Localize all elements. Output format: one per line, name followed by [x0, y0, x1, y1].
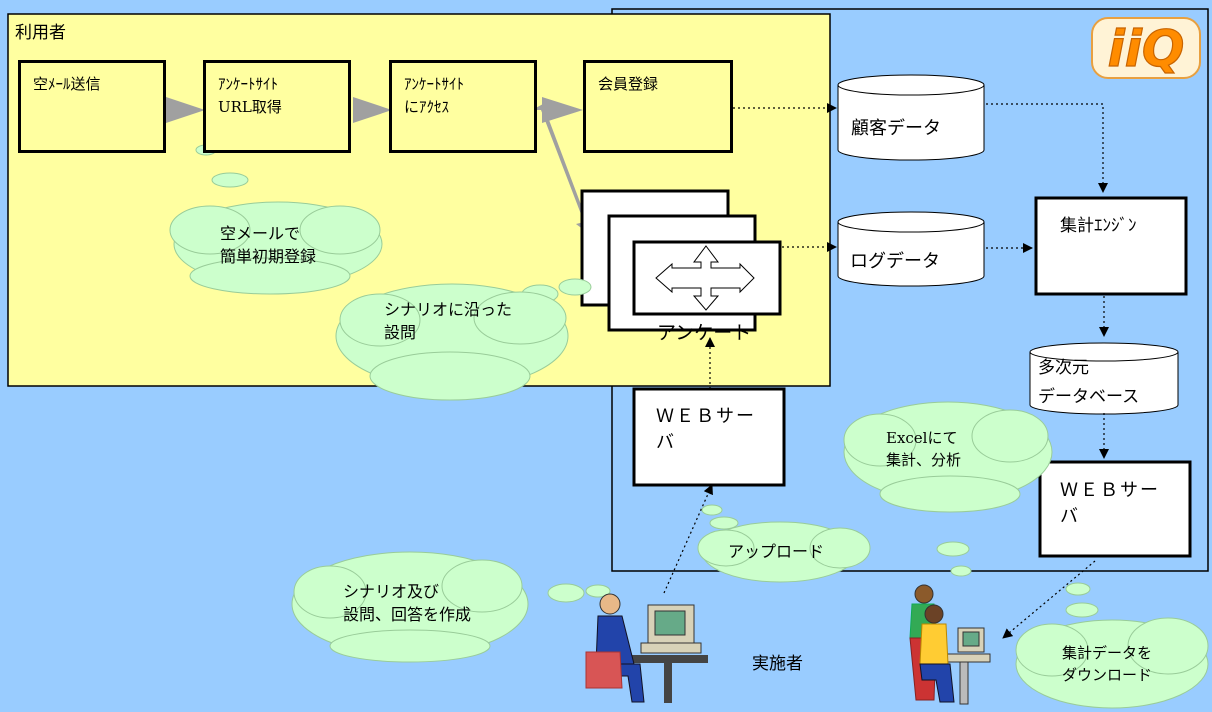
operator-person-icon [585, 593, 708, 703]
step-access-site-line2: にｱｸｾｽ [404, 97, 450, 116]
customer-data-label: 顧客データ [851, 118, 941, 139]
cloud-scenario-question-text: シナリオに沿った 設問 [384, 298, 512, 344]
cloud-empty-mail-line1: 空メールで [220, 224, 301, 243]
cloud-create-line2: 設問、回答を作成 [343, 605, 472, 625]
web-server-upload-line1: ＷＥＢサー [656, 406, 756, 427]
multidim-db-line1: 多次元 [1038, 358, 1089, 378]
log-data-label: ログデータ [850, 251, 940, 272]
survey-pages [580, 189, 782, 332]
cloud-empty-mail-text: 空メールで 簡単初期登録 [220, 222, 316, 268]
cloud-download-line2: ダウンロード [1062, 665, 1153, 684]
cloud-upload-text: アップロード [728, 540, 824, 563]
web-server-download-label: ＷＥＢサー バ [1060, 478, 1160, 530]
cloud-download-line1: 集計データを [1062, 644, 1153, 662]
web-server-upload-box [632, 387, 786, 487]
engine-label: 集計ｴﾝｼﾞﾝ [1060, 216, 1137, 236]
cloud-scenario-line1: シナリオに沿った [384, 300, 513, 319]
step-get-url-line1: ｱﾝｹｰﾄｻｲﾄ [218, 75, 279, 93]
cloud-upload [697, 504, 871, 583]
cloud-empty-mail-line2: 簡単初期登録 [220, 247, 317, 267]
cloud-scenario-line2: 設問 [384, 323, 417, 343]
step-member-registration-text: 会員登録 [598, 75, 659, 93]
step-access-site-line1: ｱﾝｹｰﾄｻｲﾄ [404, 75, 465, 93]
step-get-url: ｱﾝｹｰﾄｻｲﾄ URL取得 [203, 60, 351, 153]
cloud-create-text: シナリオ及び 設問、回答を作成 [343, 580, 471, 626]
web-server-upload-label: ＷＥＢサー バ [656, 404, 756, 456]
step-member-registration: 会員登録 [583, 60, 733, 153]
logo-text: iiQ [1108, 20, 1185, 78]
dotted-connectors [663, 103, 1109, 639]
step-get-url-line2: URL取得 [218, 97, 282, 116]
multidim-db-label: 多次元 データベース [1038, 354, 1139, 412]
step-flow-arrows [166, 97, 595, 236]
cloud-excel-line2: 集計、分析 [886, 450, 962, 469]
cloud-scenario-question [335, 278, 592, 401]
cloud-excel-line1: Excelにて [886, 429, 958, 447]
web-server-upload-line2: バ [656, 432, 676, 454]
cloud-create-line1: シナリオ及び [343, 582, 440, 601]
engine-box [1034, 196, 1188, 296]
operator-label: 実施者 [752, 654, 803, 674]
cloud-create [291, 551, 611, 663]
multidim-db-line2: データベース [1038, 386, 1140, 407]
cloud-download [1015, 617, 1209, 709]
logo-svg: iiQ [1091, 17, 1201, 79]
web-server-download-line1: ＷＥＢサー [1060, 480, 1160, 501]
analysts-people-icon [909, 584, 991, 705]
step-access-site: ｱﾝｹｰﾄｻｲﾄ にｱｸｾｽ [389, 60, 537, 153]
customer-data-cylinder [837, 74, 985, 161]
web-server-download-box [1038, 460, 1192, 558]
user-area-title: 利用者 [15, 23, 66, 43]
cloud-excel [843, 401, 1099, 618]
four-way-arrow-icon [655, 245, 755, 311]
cloud-excel-text: Excelにて 集計、分析 [886, 428, 961, 472]
cloud-empty-mail [169, 126, 383, 295]
web-server-download-line2: バ [1060, 506, 1080, 528]
multidim-db-cylinder [1029, 342, 1179, 415]
survey-label: アンケート [657, 322, 752, 344]
step-empty-mail: 空ﾒｰﾙ送信 [18, 60, 166, 153]
cloud-upload-line1: アップロード [728, 542, 825, 561]
cloud-download-text: 集計データを ダウンロード [1062, 643, 1152, 687]
step-empty-mail-text: 空ﾒｰﾙ送信 [33, 75, 101, 93]
iiq-logo: iiQ [1080, 14, 1206, 82]
log-data-cylinder [837, 211, 985, 287]
